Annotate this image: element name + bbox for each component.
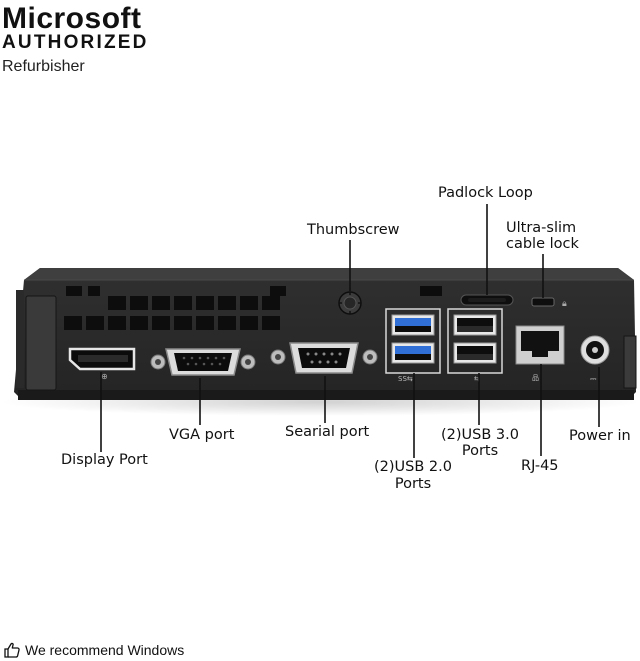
serial-port-connector (270, 342, 378, 374)
svg-text:⎓: ⎓ (590, 374, 597, 383)
label-ultra-slim-line2: cable lock (506, 236, 579, 252)
label-usb2-line2: Ports (394, 476, 432, 492)
display-port-connector: ⊕ (68, 347, 136, 381)
chassis-top-edge (24, 268, 634, 280)
label-usb3-line2: Ports (461, 443, 499, 459)
label-usb2-line1: (2)USB 2.0 (374, 459, 452, 475)
vga-port-connector (150, 348, 256, 376)
thumbscrew-part (338, 291, 362, 315)
label-thumbscrew: Thumbscrew (307, 222, 400, 238)
vent-slots (64, 296, 280, 330)
power-in-connector: ⎓ (580, 335, 610, 383)
label-display-port: Display Port (61, 452, 148, 468)
footer-recommend: We recommend Windows (4, 641, 184, 659)
label-padlock-loop: Padlock Loop (438, 185, 533, 201)
brand-refurbisher: Refurbisher (2, 58, 85, 75)
svg-text:⇆: ⇆ (474, 375, 480, 383)
label-searial-port: Searial port (285, 424, 370, 440)
chassis-bottom (18, 390, 634, 400)
usb-block-right: ⇆ (447, 308, 503, 383)
label-vga-port: VGA port (169, 427, 235, 443)
brand-microsoft: Microsoft (2, 2, 142, 35)
label-usb3-line1: (2)USB 3.0 (441, 427, 519, 443)
side-latch (25, 295, 57, 391)
svg-text:SS⇆: SS⇆ (398, 375, 413, 383)
right-stub (623, 335, 637, 389)
label-ultra-slim-line1: Ultra-slim (506, 220, 577, 236)
rj45-connector: 品 (515, 325, 565, 382)
brand-authorized: AUTHORIZED (2, 32, 149, 53)
svg-text:⊕: ⊕ (101, 372, 108, 381)
footer-text: We recommend Windows (25, 642, 185, 658)
label-power-in: Power in (569, 428, 631, 444)
callout-lines (100, 204, 600, 458)
label-rj45: RJ-45 (521, 458, 559, 474)
padlock-loop-part (460, 294, 514, 306)
svg-text:品: 品 (532, 374, 539, 382)
svg-text:🔒︎: 🔒︎ (562, 299, 567, 309)
thumbs-up-icon (4, 642, 20, 658)
usb-block-left: SS⇆ (385, 308, 441, 383)
vent-grid (66, 286, 442, 296)
